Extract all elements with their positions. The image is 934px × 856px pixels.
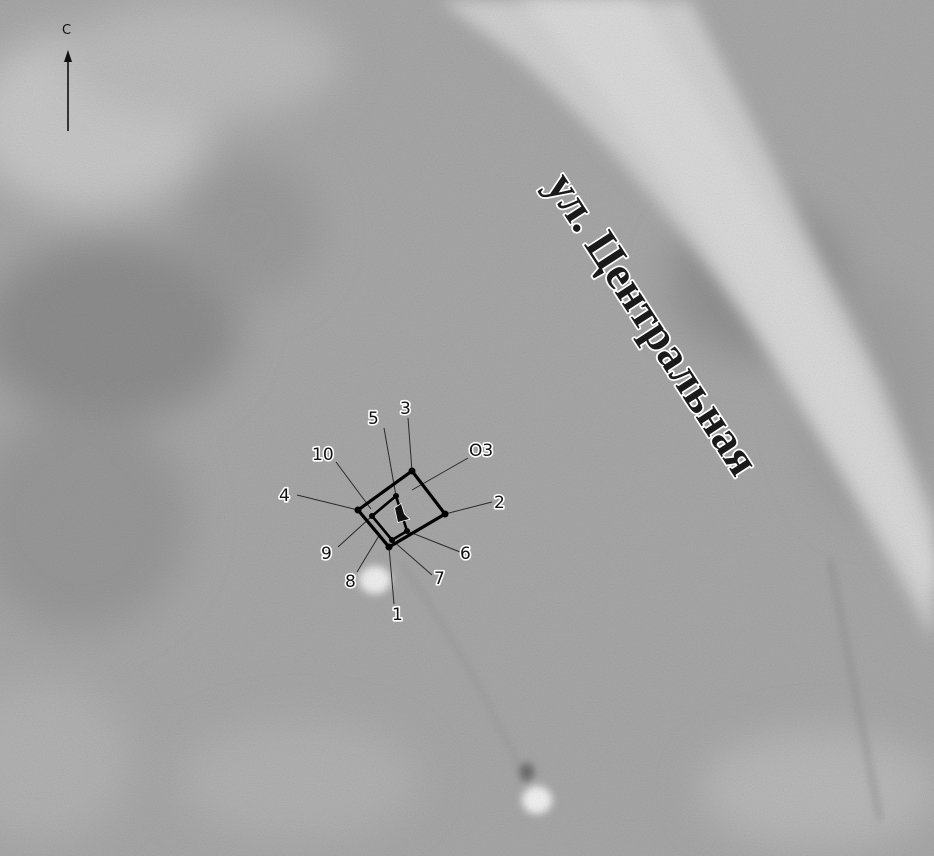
- point-labels: 1 2 3 4 5 6 7 8 9 10 О3: [277, 397, 506, 626]
- vertex-7: [389, 537, 395, 543]
- bright-spot: [359, 566, 391, 594]
- point-label-4: 4: [279, 486, 290, 506]
- vertex-5: [393, 493, 399, 499]
- point-label-o3: О3: [469, 441, 493, 461]
- north-arrow: С: [62, 23, 72, 131]
- point-label-1: 1: [392, 605, 403, 625]
- point-label-8: 8: [345, 572, 356, 592]
- vertex-6: [404, 528, 410, 534]
- vertex-1: [385, 543, 393, 551]
- vertex-9: [369, 513, 375, 519]
- point-label-5: 5: [368, 409, 379, 429]
- vertex-3: [408, 467, 416, 475]
- vertex-4: [354, 506, 362, 514]
- vertex-2: [441, 510, 449, 518]
- point-label-9: 9: [321, 544, 332, 564]
- point-label-6: 6: [460, 544, 471, 564]
- bright-spot: [522, 786, 552, 814]
- point-label-2: 2: [494, 493, 505, 513]
- north-label: С: [62, 23, 71, 38]
- point-label-3: 3: [400, 399, 411, 419]
- point-label-7: 7: [434, 569, 445, 589]
- point-label-10: 10: [312, 445, 334, 465]
- parcel-boundary: [354, 467, 449, 551]
- structure-mark: [394, 502, 411, 523]
